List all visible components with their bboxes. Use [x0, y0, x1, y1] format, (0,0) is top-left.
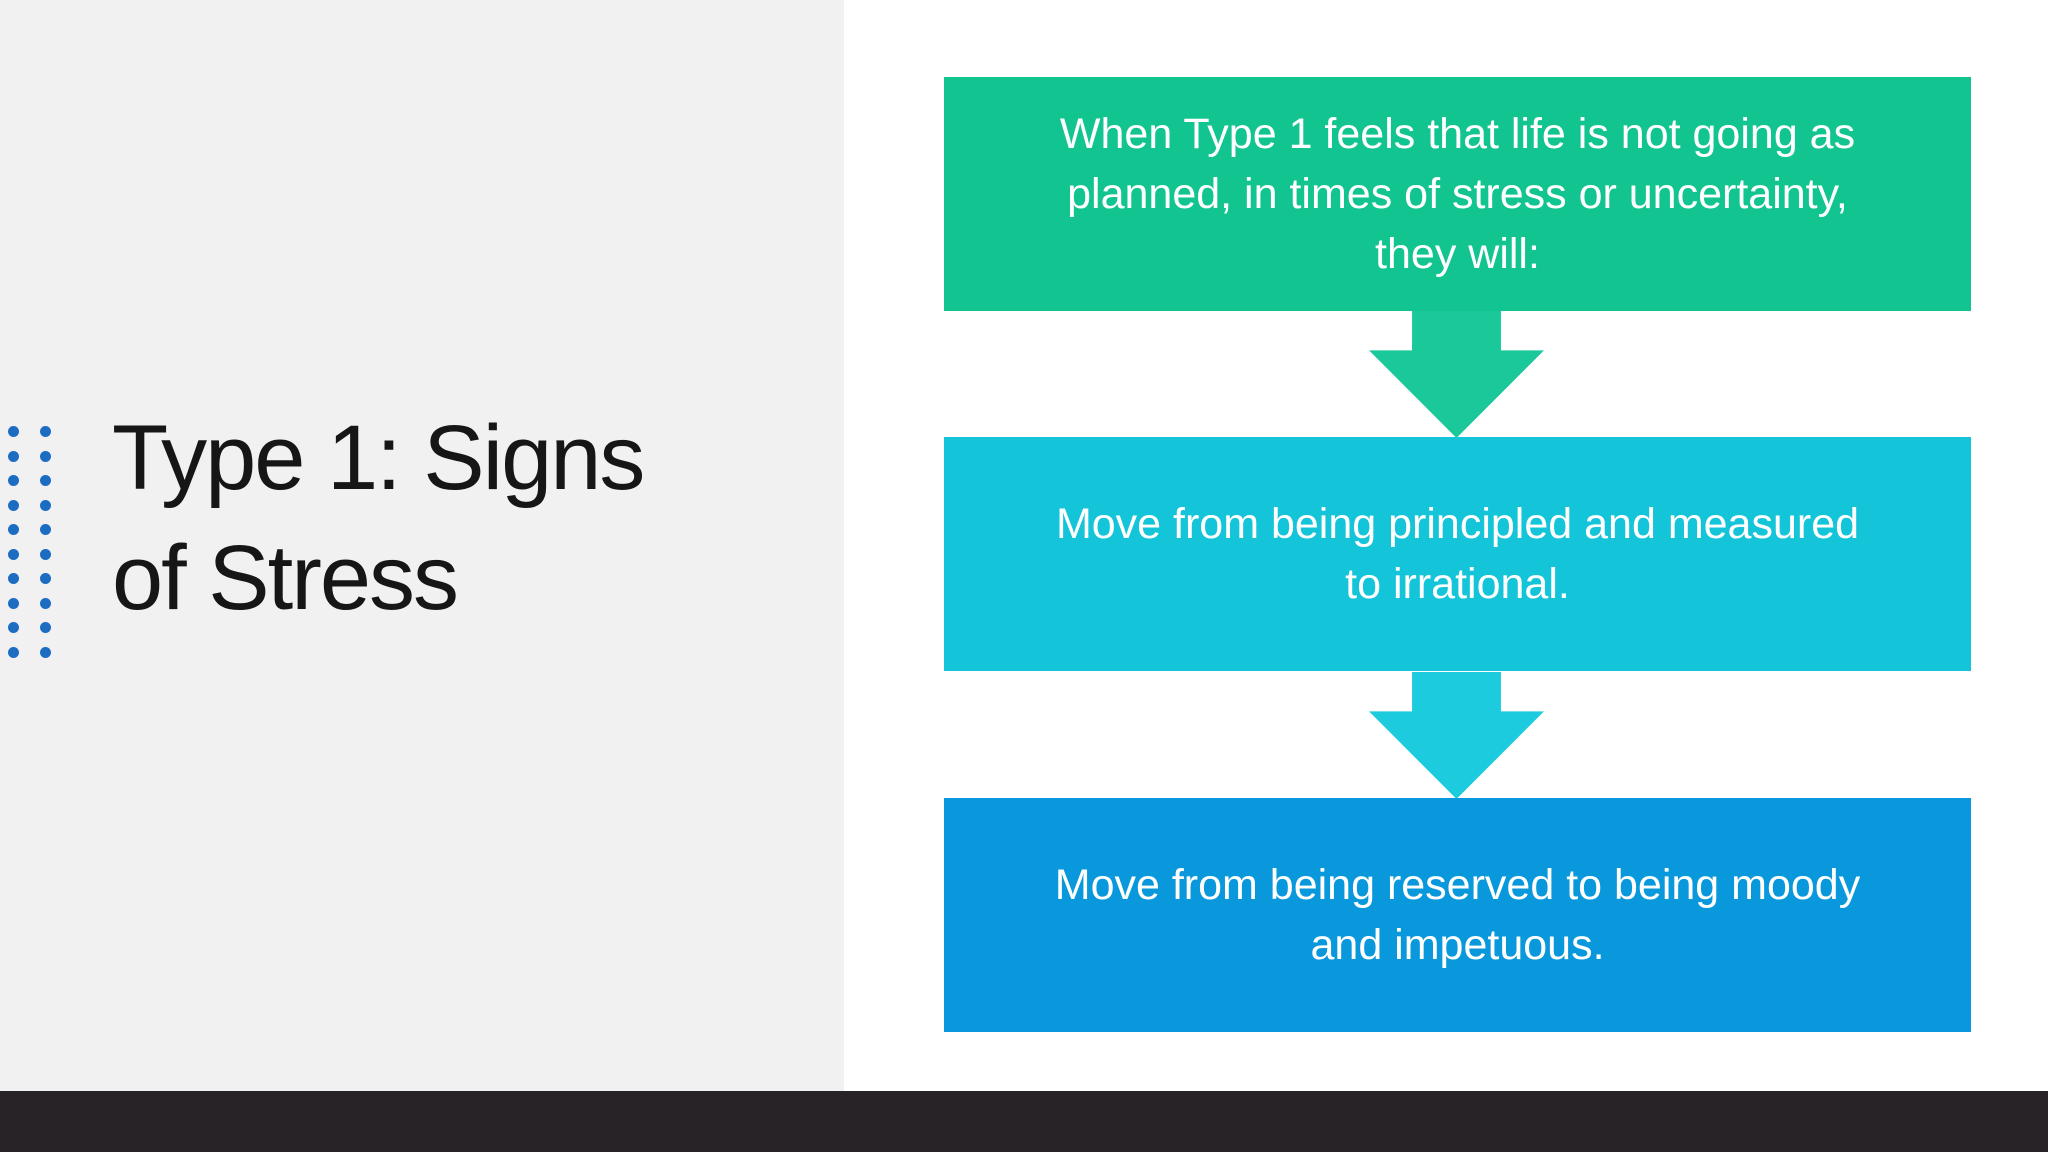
slide-title-line-2: of Stress: [112, 527, 459, 629]
flow-box-intro: When Type 1 feels that life is not going…: [944, 77, 1971, 311]
decorative-dot: [8, 646, 19, 658]
flow-box-intro-line-3: they will:: [1375, 230, 1540, 278]
decorative-dot: [8, 450, 19, 462]
decorative-dot: [40, 548, 51, 560]
flow-box-step-2-line-2: and impetuous.: [1310, 921, 1605, 969]
flow-box-step-2-line-1: Move from being reserved to being moody: [1054, 861, 1861, 909]
decorative-dot: [8, 573, 19, 584]
flow-box-step-1-line-2: to irrational.: [1345, 560, 1570, 608]
decorative-dot: [8, 499, 19, 511]
flow-box-step-1: Move from being principled and measured …: [944, 437, 1971, 671]
decorative-dot: [8, 426, 19, 437]
decorative-dot: [8, 475, 19, 486]
flow-box-step-2: Move from being reserved to being moody …: [944, 798, 1971, 1032]
decorative-dot: [40, 475, 51, 486]
decorative-dot: [40, 426, 51, 437]
decorative-dot: [40, 524, 51, 535]
decorative-dot: [40, 597, 51, 609]
title-panel: Type 1: Signs of Stress: [0, 0, 844, 1091]
decorative-dot: [40, 622, 51, 633]
dot-grid-decoration: [8, 426, 51, 658]
flow-box-intro-line-1: When Type 1 feels that life is not going…: [1059, 110, 1856, 158]
slide-title: Type 1: Signs of Stress: [112, 398, 645, 638]
decorative-dot: [40, 499, 51, 511]
decorative-dot: [40, 450, 51, 462]
decorative-dot: [8, 548, 19, 560]
decorative-dot: [40, 646, 51, 658]
decorative-dot: [40, 573, 51, 584]
down-arrow-icon: [1369, 672, 1544, 799]
bottom-letterbox-bar: [0, 1091, 2048, 1152]
slide-title-line-1: Type 1: Signs: [112, 407, 645, 509]
decorative-dot: [8, 597, 19, 609]
down-arrow-icon: [1369, 311, 1544, 438]
flow-box-intro-line-2: planned, in times of stress or uncertain…: [1067, 170, 1848, 218]
decorative-dot: [8, 524, 19, 535]
decorative-dot: [8, 622, 19, 633]
flow-box-step-1-line-1: Move from being principled and measured: [1055, 500, 1860, 548]
